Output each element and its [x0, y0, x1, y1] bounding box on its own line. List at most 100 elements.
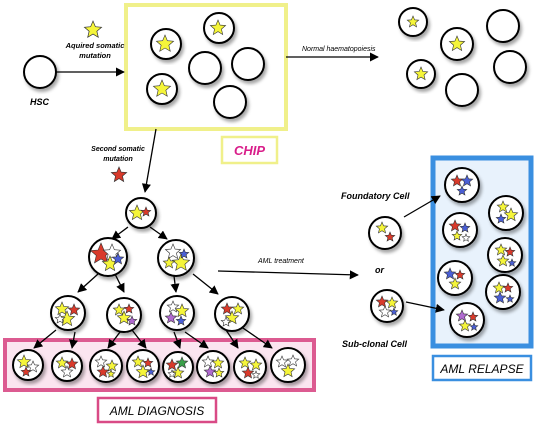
mutation-star-icon: [211, 356, 225, 369]
subclonal-cell-label: Sub-clonal Cell: [342, 339, 408, 349]
mutation-star-icon: [94, 355, 108, 368]
second-mutation-label-1: Second somatic: [91, 146, 145, 153]
mutation-star-icon: [455, 309, 469, 322]
mutation-star-icon: [55, 356, 69, 369]
mutation-star-icon: [116, 310, 132, 325]
cell-4: [188, 51, 222, 85]
cell-22: [89, 349, 123, 383]
aml-relapse-label: AML RELAPSE: [439, 362, 524, 376]
mutation-star-icon: [389, 307, 399, 316]
cell-6: [213, 85, 247, 119]
mutation-star-icon: [54, 313, 66, 324]
mutation-star-icon: [96, 365, 110, 378]
mutation-star-icon: [458, 319, 472, 332]
mutation-star-icon: [165, 358, 179, 371]
mutation-star-icon: [238, 356, 252, 369]
mutation-star-icon: [105, 359, 119, 372]
mutation-star-icon: [502, 282, 514, 293]
mutation-star-icon: [413, 66, 429, 81]
hsc-label: HSC: [30, 97, 50, 107]
mutation-star-icon: [220, 316, 232, 327]
second-mutation-label-2: mutation: [103, 156, 133, 163]
mutation-star-icon: [448, 35, 466, 52]
cell-33: [487, 237, 523, 273]
mutation-star-icon: [164, 311, 178, 324]
cell-12: [493, 50, 527, 84]
mutation-star-icon: [456, 185, 468, 196]
mutation-star-icon: [155, 34, 175, 52]
chip-label: CHIP: [234, 143, 265, 158]
mutation-star-icon: [385, 296, 399, 309]
mutation-star-icon: [460, 174, 474, 187]
mutation-star-icon: [280, 363, 296, 378]
mutation-star-icon: [175, 356, 189, 369]
mutation-star-icon: [496, 254, 510, 267]
cell-35: [485, 274, 521, 310]
mutation-star-icon: [459, 222, 471, 233]
mutation-star-icon: [251, 370, 261, 379]
aml-relapse-label-box: [431, 354, 533, 382]
aml-diagnosis-label-box: [96, 396, 218, 424]
mutation-star-icon: [249, 358, 263, 371]
mutation-star-icon: [164, 243, 182, 260]
mutation-star-icon: [495, 213, 507, 224]
cell-0: [23, 55, 57, 89]
mutation-star-icon: [275, 355, 289, 368]
mutation-star-icon: [507, 258, 517, 267]
aml-treatment-label: AML treatment: [257, 258, 305, 265]
mutation-star-icon: [123, 303, 135, 314]
mutation-star-icon: [469, 322, 479, 331]
acquired-mutation-label-2: mutation: [79, 51, 111, 60]
mutation-star-icon: [174, 303, 190, 318]
mutation-star-icon: [126, 315, 138, 326]
cell-15: [157, 239, 195, 277]
cell-9: [486, 9, 520, 43]
mutation-star-icon: [20, 366, 32, 377]
mutation-star-icon: [106, 369, 116, 378]
mutation-star-icon: [111, 252, 125, 265]
foundatory-cell-label: Foundatory Cell: [341, 191, 410, 201]
mutation-star-icon: [451, 230, 463, 241]
cell-28: [368, 216, 402, 250]
mutation-star-icon: [167, 369, 177, 378]
mutation-star-icon: [171, 366, 185, 379]
mutation-star-icon: [448, 277, 462, 290]
cell-26: [233, 350, 267, 384]
mutation-star-icon: [375, 295, 389, 308]
mutation-star-icon: [220, 302, 234, 315]
mutation-star-icon: [231, 302, 245, 315]
aml-diagnosis-label: AML DIAGNOSIS: [109, 404, 204, 418]
mutation-star-icon: [131, 355, 145, 368]
chip-box: [124, 3, 288, 131]
mutation-star-icon: [175, 315, 187, 326]
acquired-mutation-star-icon: [83, 20, 103, 39]
normal-haematopoiesis-label: Normal haematopoiesis: [302, 46, 376, 53]
arrows: [33, 52, 445, 349]
mutation-star-icon: [142, 357, 154, 368]
mutation-star-icon: [286, 354, 300, 367]
mutation-star-icon: [461, 233, 471, 242]
mutation-star-icon: [496, 200, 510, 213]
mutation-star-icon: [140, 206, 152, 217]
mutation-star-icon: [467, 311, 479, 322]
mutation-star-icon: [209, 19, 227, 36]
cell-5: [231, 47, 265, 81]
mutation-star-icon: [162, 256, 176, 269]
mutation-star-icon: [406, 15, 420, 28]
mutation-star-icon: [178, 248, 190, 259]
mutation-star-icon: [448, 219, 462, 232]
mutation-star-icon: [171, 253, 191, 271]
mutation-star-icon: [493, 291, 507, 304]
mutation-star-icon: [203, 365, 217, 378]
mutation-star-icon: [505, 294, 515, 303]
mutation-star-icon: [60, 365, 74, 378]
cell-32: [442, 212, 478, 248]
cell-25: [196, 350, 230, 384]
mutation-star-icon: [443, 267, 457, 280]
mutation-star-icon: [503, 207, 519, 222]
mutation-star-icon: [65, 357, 79, 370]
mutation-star-icon: [378, 305, 392, 318]
cell-29: [370, 289, 404, 323]
stars-layer: [16, 15, 519, 379]
or-label: or: [375, 265, 384, 275]
